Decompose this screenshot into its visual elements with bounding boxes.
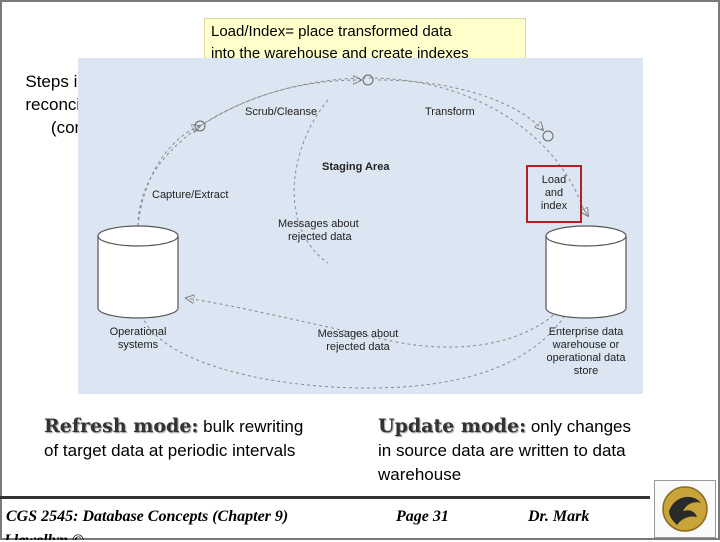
refresh-mode-block: Refresh mode: bulk rewriting of target d… bbox=[44, 414, 364, 463]
ucf-logo bbox=[654, 480, 716, 538]
load-line-3: index bbox=[540, 200, 568, 212]
node-1 bbox=[194, 120, 206, 132]
messages-top-line-2: rejected data bbox=[288, 231, 352, 243]
refresh-mode-text-2: of target data at periodic intervals bbox=[44, 441, 296, 460]
enterprise-line-4: store bbox=[573, 365, 599, 377]
label-transform: Transform bbox=[425, 106, 475, 118]
node-3 bbox=[542, 130, 554, 142]
load-line-1: Load bbox=[541, 174, 567, 186]
footer-overflow: Llewellyn © bbox=[0, 526, 200, 540]
pegasus-logo-icon bbox=[662, 486, 708, 532]
messages-top-line-1: Messages about bbox=[278, 218, 359, 230]
footer-course: CGS 2545: Database Concepts (Chapter 9) bbox=[6, 508, 289, 525]
callout-line-2: into the warehouse and create indexes bbox=[211, 45, 469, 62]
footer-author: Dr. Mark bbox=[528, 508, 590, 525]
operational-line-2: systems bbox=[117, 339, 159, 351]
label-capture-extract: Capture/Extract bbox=[152, 189, 229, 201]
flow-loop-top bbox=[137, 77, 584, 227]
label-scrub-cleanse: Scrub/Cleanse bbox=[245, 106, 318, 118]
flow-transform bbox=[377, 79, 543, 130]
load-line-2: and bbox=[544, 187, 564, 199]
label-messages-top: Messages about rejected data bbox=[278, 218, 359, 244]
update-mode-text-2: in source data are written to data bbox=[378, 441, 626, 460]
flow-loop-bottom bbox=[139, 277, 584, 389]
label-enterprise-warehouse: Enterprise data warehouse or operational… bbox=[536, 326, 636, 378]
reconciliation-diagram: Scrub/Cleanse Transform Staging Area Cap… bbox=[78, 58, 643, 394]
update-mode-text-1: only changes bbox=[526, 417, 632, 436]
label-load-index: Load and index bbox=[530, 174, 578, 213]
callout-line-1: Load/Index= place transformed data bbox=[211, 23, 452, 40]
footer-page: Page 31 bbox=[396, 508, 449, 525]
messages-bottom-line-2: rejected data bbox=[326, 341, 390, 353]
refresh-mode-text-1: bulk rewriting bbox=[198, 417, 304, 436]
enterprise-line-1: Enterprise data bbox=[548, 326, 624, 338]
update-mode-heading: Update mode: bbox=[378, 415, 527, 437]
flow-to-warehouse bbox=[583, 208, 588, 216]
flow-capture bbox=[137, 126, 200, 227]
enterprise-cylinder bbox=[545, 225, 627, 319]
footer-rule bbox=[0, 496, 650, 499]
label-staging-area: Staging Area bbox=[322, 161, 390, 173]
flow-scrub bbox=[199, 80, 361, 127]
enterprise-line-2: warehouse or bbox=[552, 339, 620, 351]
operational-systems-cylinder bbox=[97, 225, 179, 319]
label-operational-systems: Operational systems bbox=[98, 326, 178, 352]
messages-bottom-line-1: Messages about bbox=[317, 328, 399, 340]
operational-line-1: Operational bbox=[109, 326, 167, 338]
load-index-highlight bbox=[526, 165, 582, 223]
enterprise-line-3: operational data bbox=[546, 352, 626, 364]
footer-overflow-text: Llewellyn © bbox=[4, 532, 84, 540]
update-mode-text-3: warehouse bbox=[378, 465, 462, 484]
diagram-graphics bbox=[97, 74, 627, 389]
node-2 bbox=[362, 74, 374, 86]
label-messages-bottom: Messages about rejected data bbox=[303, 328, 413, 354]
update-mode-block: Update mode: only changes in source data… bbox=[378, 414, 698, 487]
refresh-mode-heading: Refresh mode: bbox=[44, 415, 199, 437]
flow-reject-back bbox=[186, 277, 584, 348]
